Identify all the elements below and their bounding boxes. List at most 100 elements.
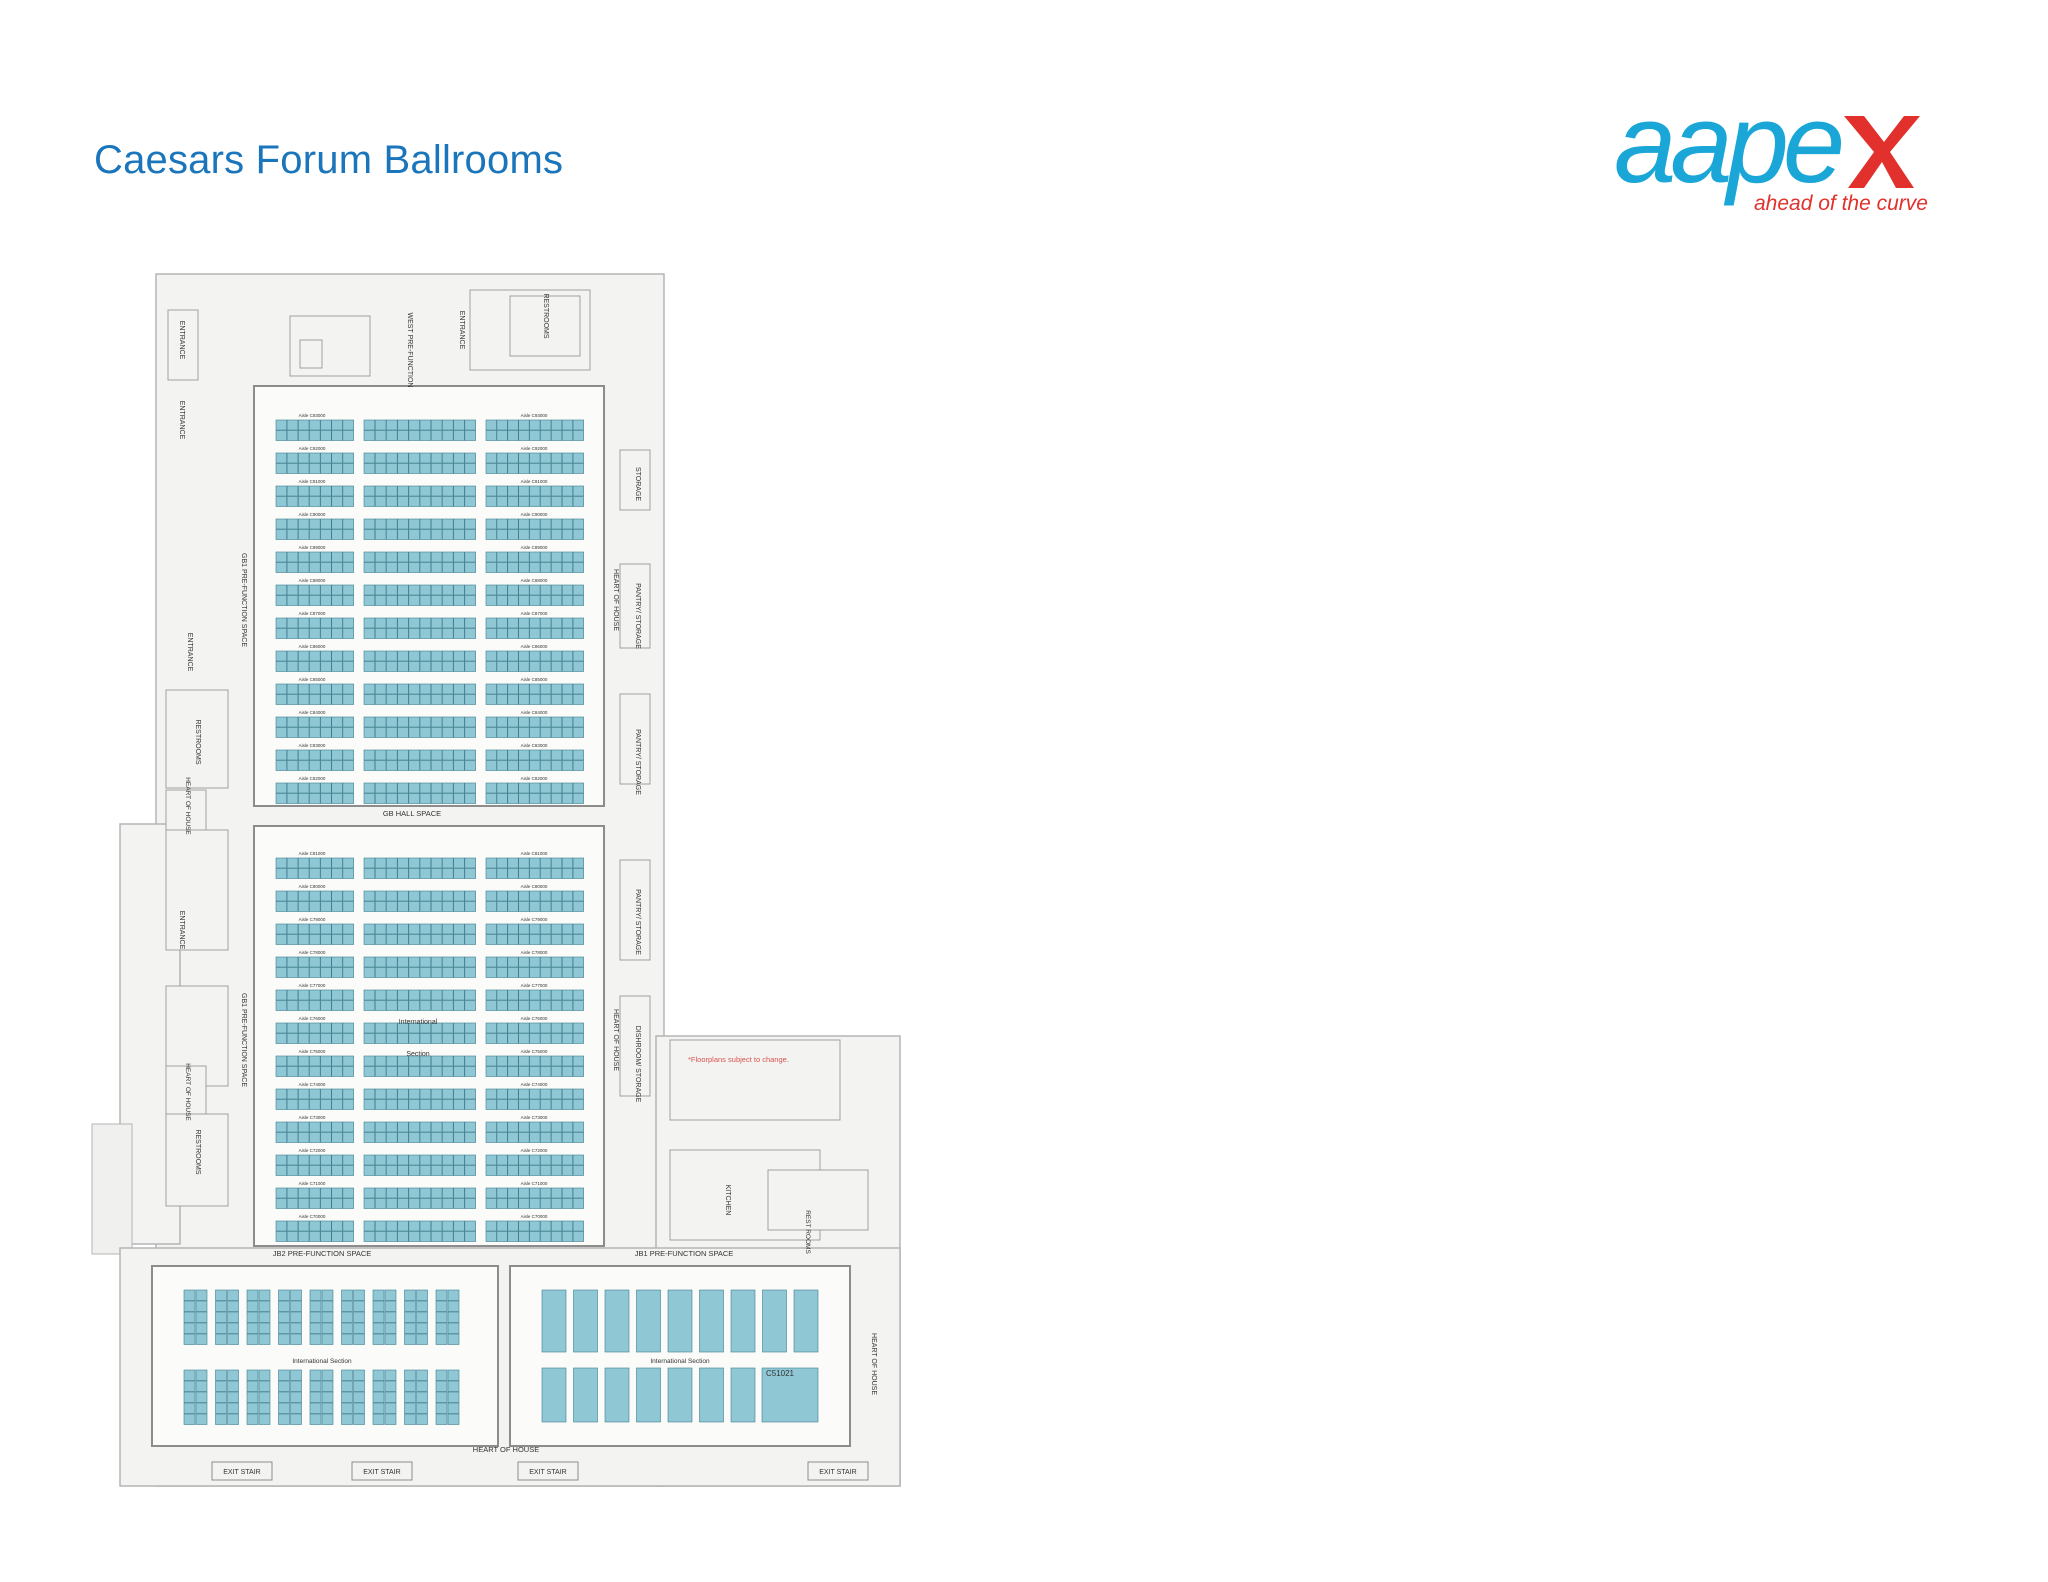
upper-booth[interactable] [430,782,443,794]
upper-booth[interactable] [496,430,508,441]
lower-left-booth[interactable] [290,1322,302,1334]
middle-booth[interactable] [485,956,497,968]
upper-booth[interactable] [430,562,443,573]
middle-booth[interactable] [386,857,398,869]
middle-booth[interactable] [442,857,454,869]
middle-booth[interactable] [320,1154,332,1166]
middle-booth[interactable] [275,1231,288,1242]
upper-booth[interactable] [397,595,409,606]
upper-booth[interactable] [331,760,343,771]
upper-booth[interactable] [561,584,574,596]
middle-booth[interactable] [464,1187,476,1199]
upper-booth[interactable] [320,485,332,497]
upper-booth[interactable] [374,496,387,507]
upper-booth[interactable] [331,595,343,606]
upper-booth[interactable] [507,419,519,431]
lower-left-booth[interactable] [183,1369,196,1381]
middle-booth[interactable] [386,1099,398,1110]
upper-booth[interactable] [309,551,321,563]
upper-booth[interactable] [464,727,476,738]
upper-booth[interactable] [453,617,465,629]
lower-left-booth[interactable] [195,1333,208,1345]
middle-booth[interactable] [408,901,420,912]
middle-booth[interactable] [464,923,476,935]
middle-booth[interactable] [363,967,376,978]
middle-booth[interactable] [331,934,343,945]
upper-booth[interactable] [529,595,541,606]
middle-booth[interactable] [485,1000,497,1011]
middle-booth[interactable] [363,901,376,912]
middle-booth[interactable] [518,1099,530,1110]
upper-booth[interactable] [275,496,288,507]
upper-booth[interactable] [540,452,552,464]
middle-booth[interactable] [561,890,574,902]
upper-booth[interactable] [442,496,454,507]
middle-booth[interactable] [297,1099,310,1110]
middle-booth[interactable] [320,956,332,968]
upper-booth[interactable] [386,496,398,507]
upper-booth[interactable] [464,430,476,441]
upper-booth[interactable] [464,419,476,431]
upper-booth[interactable] [551,562,563,573]
upper-booth[interactable] [309,529,321,540]
upper-booth[interactable] [540,628,552,639]
middle-booth[interactable] [275,1154,288,1166]
middle-booth[interactable] [540,1088,552,1100]
middle-booth[interactable] [331,890,343,902]
middle-booth[interactable] [561,923,574,935]
upper-booth[interactable] [419,650,432,662]
upper-booth[interactable] [572,419,584,431]
middle-booth[interactable] [320,857,332,869]
upper-booth[interactable] [342,529,354,540]
middle-booth[interactable] [342,989,354,1001]
middle-booth[interactable] [309,1154,321,1166]
lower-left-booth[interactable] [258,1311,271,1323]
lower-left-booth[interactable] [404,1369,416,1381]
middle-booth[interactable] [331,923,343,935]
upper-booth[interactable] [363,595,376,606]
upper-booth[interactable] [485,617,497,629]
upper-booth[interactable] [518,496,530,507]
middle-booth[interactable] [275,1066,288,1077]
upper-booth[interactable] [363,463,376,474]
middle-booth[interactable] [496,934,508,945]
middle-booth[interactable] [540,1198,552,1209]
upper-booth[interactable] [331,551,343,563]
upper-booth[interactable] [442,793,454,804]
upper-booth[interactable] [374,716,387,728]
middle-booth[interactable] [331,857,343,869]
upper-booth[interactable] [297,551,310,563]
middle-booth[interactable] [331,1220,343,1232]
lower-left-booth[interactable] [321,1380,334,1392]
middle-booth[interactable] [464,1121,476,1133]
upper-booth[interactable] [386,650,398,662]
middle-booth[interactable] [363,989,376,1001]
middle-booth[interactable] [309,1099,321,1110]
middle-booth[interactable] [320,901,332,912]
middle-booth[interactable] [442,868,454,879]
upper-booth[interactable] [464,617,476,629]
middle-booth[interactable] [540,857,552,869]
middle-booth[interactable] [430,1198,443,1209]
middle-booth[interactable] [430,956,443,968]
upper-booth[interactable] [297,749,310,761]
upper-booth[interactable] [320,617,332,629]
upper-booth[interactable] [275,595,288,606]
middle-booth[interactable] [464,1231,476,1242]
upper-booth[interactable] [386,485,398,497]
lower-left-booth[interactable] [309,1380,322,1392]
upper-booth[interactable] [529,793,541,804]
lower-left-booth[interactable] [278,1300,290,1312]
lower-left-booth[interactable] [215,1300,227,1312]
middle-booth[interactable] [386,1022,398,1034]
middle-booth[interactable] [430,1000,443,1011]
middle-booth[interactable] [363,1022,376,1034]
middle-booth[interactable] [572,1187,584,1199]
middle-booth[interactable] [551,1055,563,1067]
lower-left-booth[interactable] [435,1413,448,1425]
middle-booth[interactable] [518,1121,530,1133]
lower-left-booth[interactable] [195,1289,208,1301]
lower-left-booth[interactable] [195,1300,208,1312]
upper-booth[interactable] [507,628,519,639]
upper-booth[interactable] [507,584,519,596]
